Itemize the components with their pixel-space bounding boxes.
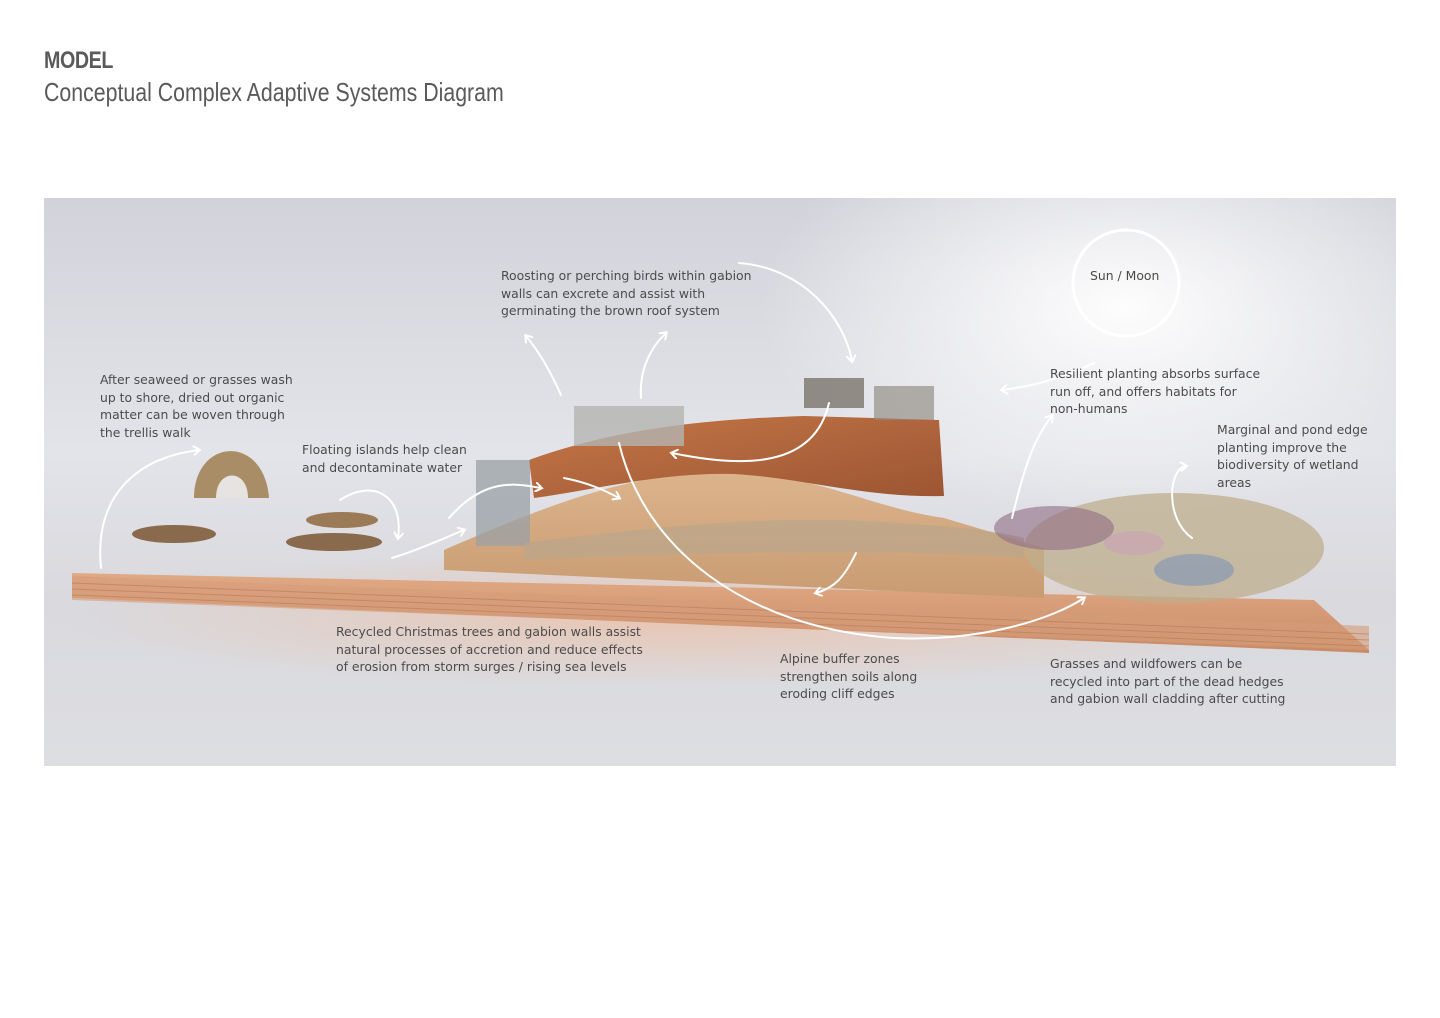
page-subtitle: Conceptual Complex Adaptive Systems Diag…	[44, 77, 504, 107]
annotation-seaweed: After seaweed or grasses wash up to shor…	[100, 372, 293, 440]
annotation-alpine: Alpine buffer zones strengthen soils alo…	[780, 651, 918, 701]
annotation-grasses: Grasses and wildfowers can be recycled i…	[1050, 656, 1286, 706]
trellis-walk	[194, 451, 269, 498]
annotation-marginal-planting: Marginal and pond edge planting improve …	[1217, 422, 1368, 490]
alpine-buffer	[524, 519, 1024, 560]
flow-arrows	[99, 262, 1193, 640]
annotation-resilient-planting: Resilient planting absorbs surface run o…	[1050, 366, 1261, 416]
annotation-floating-islands: Floating islands help clean and decontam…	[302, 442, 467, 475]
model-diagram: After seaweed or grasses wash up to shor…	[44, 198, 1396, 766]
page-title: MODEL	[44, 47, 114, 74]
sun-moon-circle	[1071, 228, 1181, 338]
model-illustration	[64, 228, 1370, 688]
annotation-sun-moon: Sun / Moon	[1090, 268, 1160, 283]
annotation-christmas-trees: Recycled Christmas trees and gabion wall…	[336, 624, 643, 674]
gabion-walls	[476, 378, 934, 546]
plywood-base	[71, 573, 1370, 653]
annotation-birds: Roosting or perching birds within gabion…	[501, 268, 752, 318]
floating-islands	[132, 512, 382, 551]
wetland-planting	[994, 493, 1324, 603]
page-heading: MODEL Conceptual Complex Adaptive System…	[44, 46, 605, 108]
